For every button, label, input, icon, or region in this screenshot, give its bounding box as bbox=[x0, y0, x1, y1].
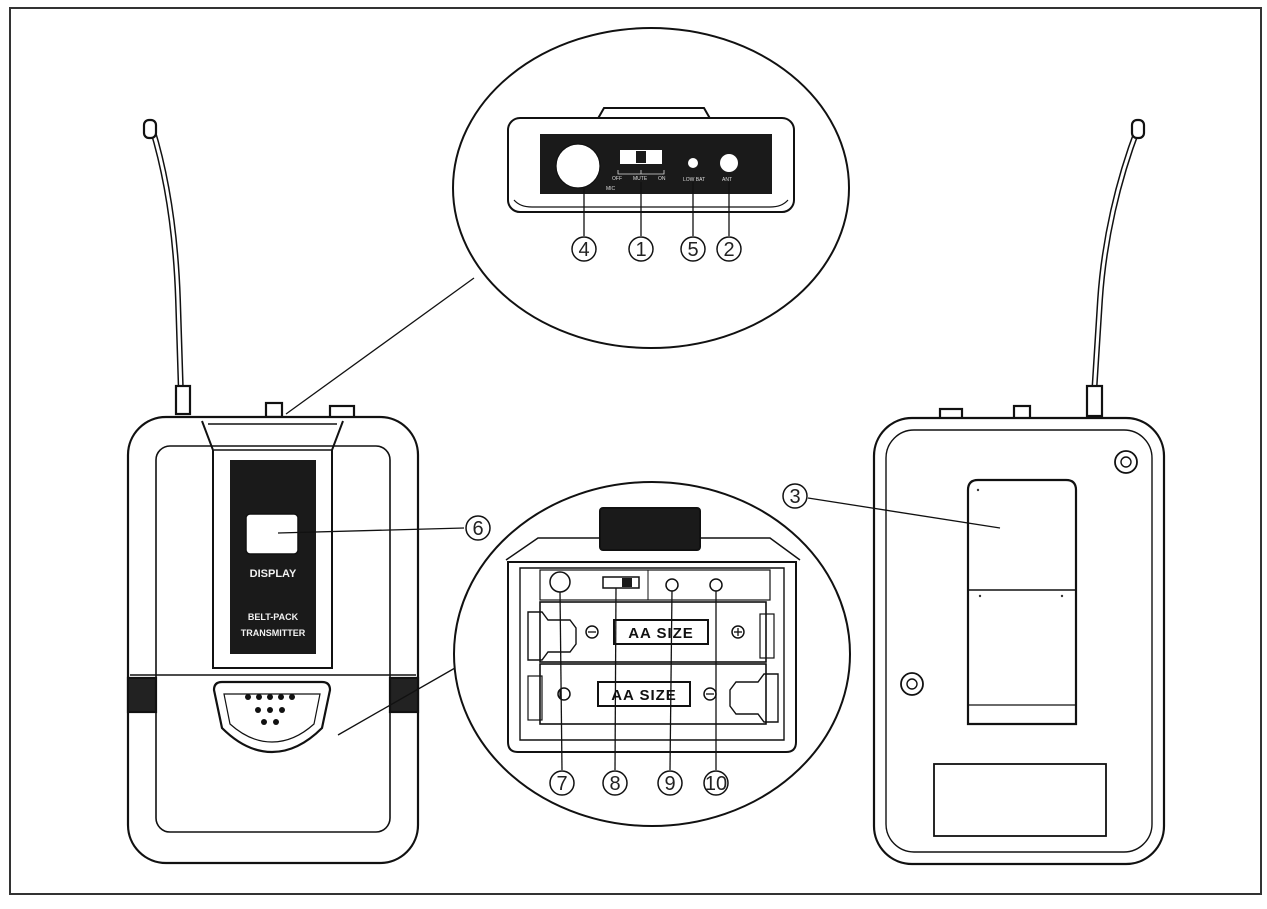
screw-top-right bbox=[1114, 450, 1138, 474]
side-grip-right bbox=[388, 676, 420, 714]
switch-label-mute: MUTE bbox=[633, 176, 648, 182]
callout-1-circle bbox=[628, 236, 654, 262]
belt-clip bbox=[201, 420, 344, 669]
callout-9-circle bbox=[657, 770, 683, 796]
grille-shield bbox=[212, 680, 332, 754]
callout-2: 2 bbox=[723, 239, 734, 261]
aa-label-plate-2 bbox=[597, 681, 691, 707]
screw-9 bbox=[665, 578, 679, 592]
callout-4-circle bbox=[571, 236, 597, 262]
screw-10 bbox=[709, 578, 723, 592]
callout-10-circle bbox=[703, 770, 729, 796]
callout-2-circle bbox=[716, 236, 742, 262]
callout-3-circle bbox=[782, 483, 808, 509]
battery-contact-knob bbox=[549, 571, 571, 593]
switch-label-off: OFF bbox=[612, 176, 622, 182]
screw-bottom-left bbox=[900, 672, 924, 696]
callout-9: 9 bbox=[664, 773, 675, 795]
callout-6-circle bbox=[465, 515, 491, 541]
battery-size-label-2: AA SIZE bbox=[611, 687, 677, 704]
callout-6: 6 bbox=[472, 518, 483, 540]
callout-10: 10 bbox=[705, 773, 727, 795]
battery-size-label-1: AA SIZE bbox=[628, 625, 694, 642]
led-label: LOW BAT bbox=[683, 177, 705, 183]
back-label-area bbox=[933, 763, 1107, 837]
back-view bbox=[872, 118, 1166, 866]
slide-switch bbox=[602, 576, 640, 589]
mic-label: MIC bbox=[606, 186, 616, 192]
back-clip bbox=[966, 478, 1078, 726]
callout-4: 4 bbox=[578, 239, 589, 261]
leader-6 bbox=[277, 527, 465, 534]
low-bat-led bbox=[688, 158, 698, 168]
aa-label-plate-1 bbox=[613, 619, 709, 645]
product-label-line2: TRANSMITTER bbox=[241, 628, 306, 638]
ant-label: ANT bbox=[722, 177, 732, 183]
product-label-line1: BELT-PACK bbox=[248, 612, 299, 622]
callout-7-circle bbox=[549, 770, 575, 796]
callout-5: 5 bbox=[687, 239, 698, 261]
display-label: DISPLAY bbox=[250, 568, 297, 580]
leader-3 bbox=[807, 497, 1001, 529]
callout-7: 7 bbox=[556, 773, 567, 795]
mic-jack bbox=[555, 143, 601, 189]
display-panel bbox=[230, 460, 316, 654]
callout-3: 3 bbox=[789, 486, 800, 508]
side-grip-left bbox=[126, 676, 158, 714]
antenna-socket bbox=[720, 154, 738, 172]
grille-dots bbox=[245, 694, 295, 725]
battery-zoom-leader bbox=[337, 667, 456, 736]
callout-8: 8 bbox=[609, 773, 620, 795]
callout-8-circle bbox=[602, 770, 628, 796]
callout-5-circle bbox=[680, 236, 706, 262]
battery-cell-2 bbox=[539, 663, 767, 725]
battery-compartment bbox=[505, 507, 801, 753]
display-window bbox=[245, 513, 299, 555]
battery-cell-1 bbox=[539, 601, 767, 663]
top-zoom-leader bbox=[285, 277, 475, 415]
switch-label-on: ON bbox=[658, 176, 666, 182]
clip-top bbox=[599, 507, 701, 551]
callout-1: 1 bbox=[635, 239, 646, 261]
